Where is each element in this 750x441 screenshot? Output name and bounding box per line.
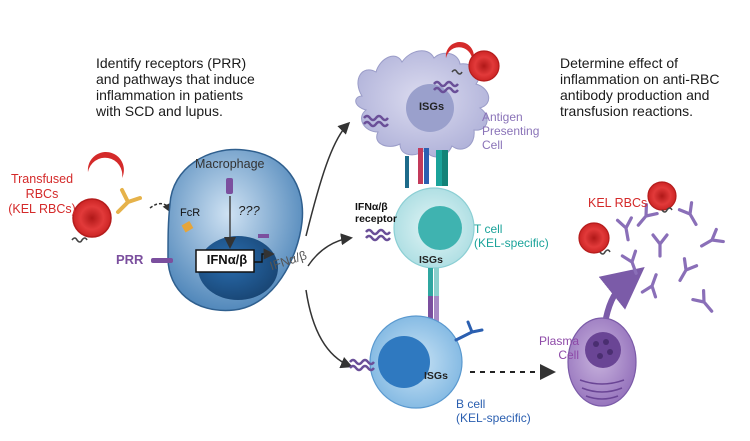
text-top-left-line4: with SCD and lupus. — [96, 103, 223, 119]
antibody-secretion-arrow — [598, 267, 645, 319]
secreted-antibodies — [615, 201, 725, 318]
bcr-icon — [454, 320, 484, 342]
bcell-isgs-label: ISGs — [424, 370, 448, 382]
tcell-label: T cell (KEL-specific) — [474, 222, 549, 250]
prr-marker-icon — [151, 258, 173, 263]
fcr-receptor-icon — [181, 221, 194, 233]
apc-label-line1: Antigen — [482, 110, 523, 124]
b-cell — [348, 315, 484, 409]
prr-label: PRR — [116, 252, 144, 267]
tcell-isgs-label: ISGs — [419, 254, 443, 266]
cytoplasm-marker-icon — [258, 234, 269, 238]
plasma-label: Plasma Cell — [539, 334, 579, 362]
tcell-label-line1: T cell — [474, 222, 503, 236]
macrophage-top-receptor-icon — [226, 178, 233, 194]
bcell-label-line1: B cell — [456, 397, 486, 411]
transfused-rbc-group — [71, 151, 174, 243]
macrophage-title: Macrophage — [195, 157, 265, 171]
arrow-to-tcell — [307, 233, 353, 267]
macrophage-cell — [151, 148, 304, 312]
rbc-antigen-icon — [71, 237, 88, 243]
apc-nucleus — [406, 84, 454, 132]
tcell-nucleus — [418, 206, 462, 250]
plasma-label-line1: Plasma — [539, 334, 580, 348]
kel-rbc-right-icon — [647, 181, 677, 211]
text-top-right-line4: transfusion reactions. — [560, 103, 694, 119]
text-top-right-line3: antibody production and — [560, 87, 710, 103]
kel-rbc-left-icon — [578, 222, 610, 254]
transfused-rbcs-line2: RBCs — [25, 187, 59, 201]
ifn-receptor-label: IFNα/β receptor — [355, 201, 397, 225]
antibody-icon — [116, 188, 142, 214]
ifn-receptor-line1: IFNα/β — [355, 201, 388, 213]
kel-rbcs-right — [578, 181, 677, 255]
apc-label-line2: Presenting — [482, 124, 540, 138]
mhc-tcr-synapse — [405, 148, 448, 188]
bcell-label: B cell (KEL-specific) — [456, 397, 531, 425]
antigen-presenting-cell — [355, 50, 490, 158]
kel-rbcs-label: KEL RBCs — [588, 196, 648, 210]
ifn-box — [195, 249, 255, 273]
text-top-left-line3: inflammation in patients — [96, 87, 244, 103]
bcell-label-line2: (KEL-specific) — [456, 411, 531, 425]
text-top-right-line1: Determine effect of — [560, 55, 679, 71]
ifn-receptor-line2: receptor — [355, 213, 398, 225]
promoter-arrow-icon — [254, 248, 275, 263]
plasma-label-line2: Cell — [558, 348, 579, 362]
tcell-label-line2: (KEL-specific) — [474, 236, 549, 250]
rbc-near-apc-icon — [468, 50, 500, 82]
text-top-left-line2: and pathways that induce — [96, 71, 255, 87]
transfused-rbcs-line1: Transfused — [10, 172, 74, 186]
rbc-near-apc-crescent-icon — [445, 42, 474, 63]
text-top-right-line2: inflammation on anti-RBC — [560, 71, 720, 87]
bcell-nucleus — [378, 336, 430, 388]
kel-rbc-icon — [72, 198, 112, 238]
apc-label: Antigen Presenting Cell — [482, 110, 539, 152]
text-top-right: Determine effect of inflammation on anti… — [560, 55, 720, 119]
plasma-nucleus — [585, 332, 621, 368]
plasma-cell — [567, 317, 637, 407]
text-top-left-line1: Identify receptors (PRR) — [96, 55, 247, 71]
apc-label-line3: Cell — [482, 138, 503, 152]
text-top-left: Identify receptors (PRR) and pathways th… — [96, 55, 255, 119]
unknown-pathway-label: ??? — [238, 203, 260, 218]
crescent-rbc-icon — [87, 151, 124, 178]
ifn-box-label: IFNα/β — [206, 252, 248, 267]
tcell-bcell-link — [428, 268, 439, 332]
apc-isgs-label: ISGs — [419, 101, 445, 113]
transfused-rbcs-label: Transfused RBCs (KEL RBCs) — [2, 172, 82, 217]
fcr-label: FcR — [180, 207, 201, 219]
arrow-to-bcell — [305, 289, 353, 369]
t-cell — [364, 187, 475, 269]
arrow-to-apc — [305, 121, 351, 237]
transfused-rbcs-line3: (KEL RBCs) — [8, 202, 76, 216]
